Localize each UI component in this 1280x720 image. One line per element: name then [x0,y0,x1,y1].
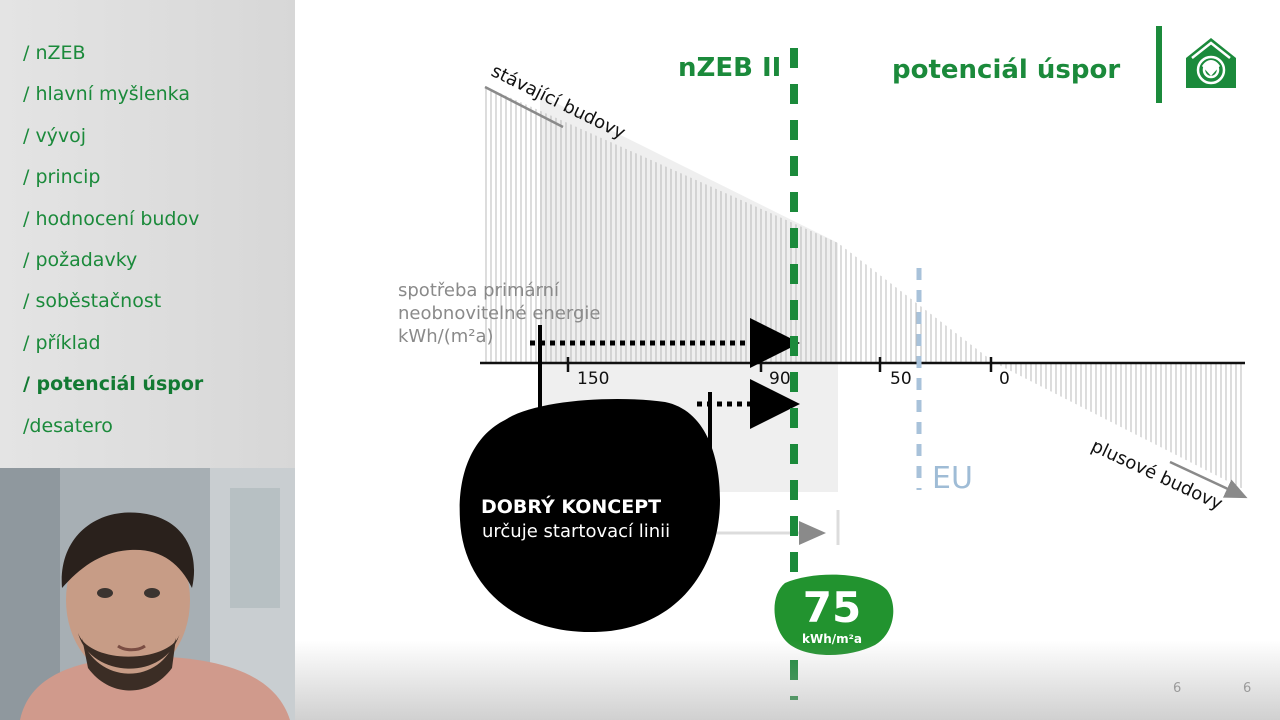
concept-title: DOBRÝ KONCEPT [481,494,661,518]
slide-title: potenciál úspor [892,55,1120,85]
plus-buildings-wedge [995,363,1245,490]
plus-slope-arrow [1169,460,1248,499]
tick-label-0: 0 [999,369,1010,389]
tick-label-50: 50 [890,369,912,389]
axis-caption-line-1: spotřeba primární [398,280,560,301]
nzeb-heading: nZEB II [678,53,781,83]
existing-buildings-wedge [482,85,995,363]
sidebar-item-9[interactable]: /desatero [23,414,113,437]
sidebar-item-8[interactable]: / potenciál úspor [23,373,204,396]
existing-slope-line [484,85,564,129]
sidebar-item-5[interactable]: / požadavky [23,248,138,271]
sidebar-item-3[interactable]: / princip [23,166,101,189]
sidebar-item-1[interactable]: / hlavní myšlenka [23,83,190,106]
eu-label: EU [932,461,973,496]
sidebar-navigation: / nZEB / hlavní myšlenka / vývoj / princip /… [0,0,295,468]
concept-blob [459,399,720,633]
sidebar-item-0[interactable]: / nZEB [23,42,86,64]
webcam-feed [0,468,295,720]
sidebar-item-6[interactable]: / soběstačnost [23,290,162,313]
badge-value: 75 [803,583,861,632]
concept-subtitle: určuje startovací linii [482,521,670,542]
slide-canvas: stávající budovy plusové budovy 150 90 5… [295,0,1280,720]
page-number-left: 6 [1173,681,1182,696]
nav-list: / nZEB / hlavní myšlenka / vývoj / princip /… [23,40,203,454]
title-divider [1156,26,1162,103]
axis-caption-line-3: kWh/(m²a) [398,326,494,347]
page-number-right: 6 [1243,681,1252,696]
tick-label-150: 150 [577,369,609,389]
badge-unit: kWh/m²a [802,632,862,646]
axis-caption-line-2: neobnovitelné energie [398,303,600,324]
house-logo-icon [1186,38,1236,88]
sidebar-item-4[interactable]: / hodnocení budov [23,207,200,230]
sidebar-item-7[interactable]: / příklad [23,331,101,354]
tick-label-90: 90 [769,369,791,389]
target-75-badge: 75 kWh/m²a [774,574,894,656]
sidebar-item-2[interactable]: / vývoj [23,124,87,147]
